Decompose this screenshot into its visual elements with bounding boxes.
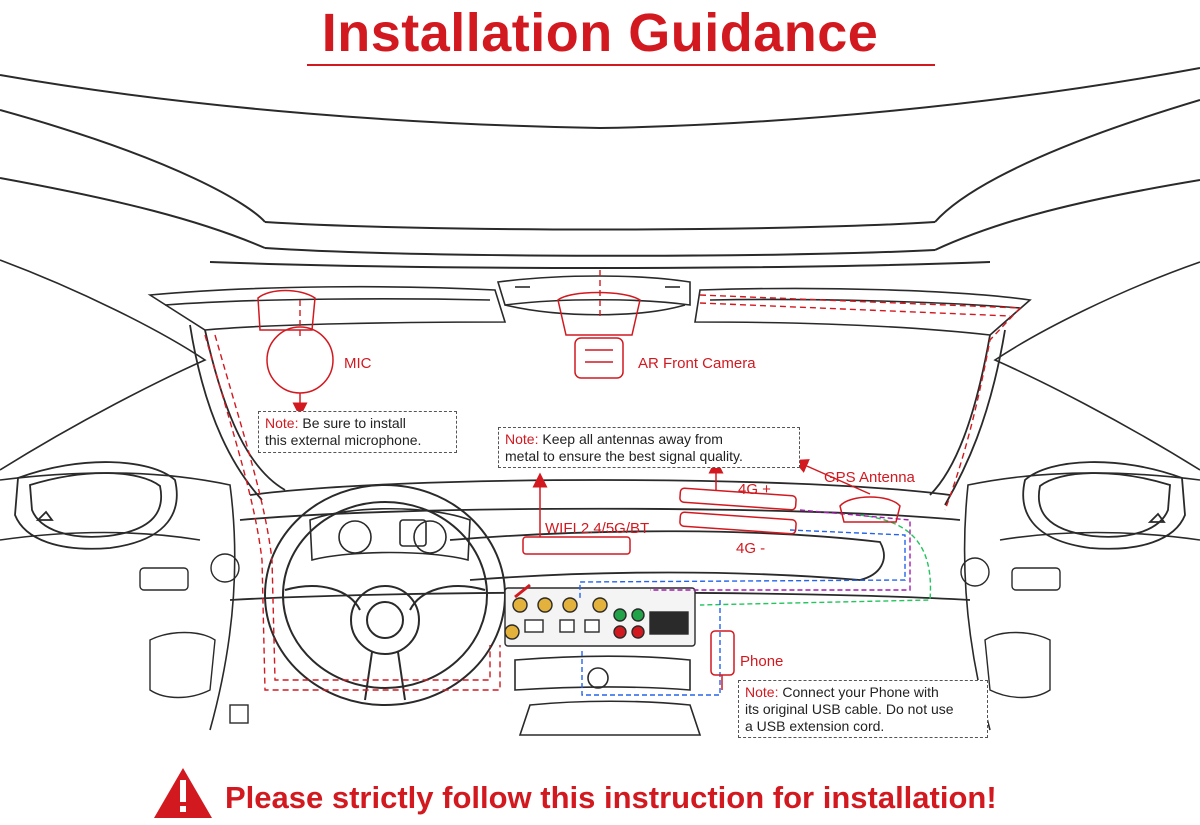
warning-message: Please strictly follow this instruction … (225, 780, 997, 815)
side-mirror-left (14, 461, 178, 550)
antenna-note-prefix: Note: (505, 431, 539, 447)
side-mirror-right (1022, 461, 1186, 550)
mic-note: Note: Be sure to install this external m… (258, 411, 457, 453)
ar-front-camera-label: AR Front Camera (638, 355, 756, 372)
page-title: Installation Guidance (321, 3, 879, 63)
a-pillars (189, 324, 1006, 506)
mic-device (257, 289, 334, 418)
title-underline (307, 64, 935, 66)
antenna-note: Note: Keep all antennas away from metal … (498, 427, 800, 468)
mic-note-prefix: Note: (265, 415, 299, 431)
wifi-label: WIFI 2.4/5G/BT (545, 520, 649, 537)
lower-console (514, 655, 702, 736)
antenna-note-line1: Keep all antennas away from (538, 431, 723, 447)
door-panels (139, 553, 1061, 724)
4g-plus-label: 4G + (738, 481, 771, 498)
4g-minus-label: 4G - (736, 540, 765, 557)
phone-note-line2: its original USB cable. Do not use (745, 701, 954, 717)
gps-antenna-label: GPS Antenna (824, 469, 916, 486)
instrument-cluster (309, 508, 471, 562)
warning-icon (154, 768, 212, 818)
phone-device (710, 630, 735, 690)
antenna-cables (579, 509, 932, 696)
windshield-header (147, 285, 1032, 336)
mic-note-line1: Be sure to install (298, 415, 406, 431)
rear-view-mirror (496, 275, 691, 316)
antenna-note-line2: metal to ensure the best signal quality. (505, 448, 743, 464)
phone-note-line3: a USB extension cord. (745, 718, 885, 734)
head-unit (504, 583, 696, 647)
mic-note-line2: this external microphone. (265, 432, 422, 448)
gps-antenna-device (793, 459, 901, 523)
phone-note-line1: Connect your Phone with (778, 684, 939, 700)
mic-label: MIC (344, 355, 372, 372)
side-doors (0, 259, 1200, 731)
ar-front-camera-device (557, 291, 641, 379)
car-roof (0, 67, 1200, 269)
wiring-harness-red (204, 270, 1022, 691)
phone-note: Note: Connect your Phone with its origin… (738, 680, 988, 738)
phone-note-prefix: Note: (745, 684, 779, 700)
4g-antennas (679, 458, 797, 535)
wifi-antenna-device (522, 472, 631, 555)
phone-label: Phone (740, 653, 783, 670)
